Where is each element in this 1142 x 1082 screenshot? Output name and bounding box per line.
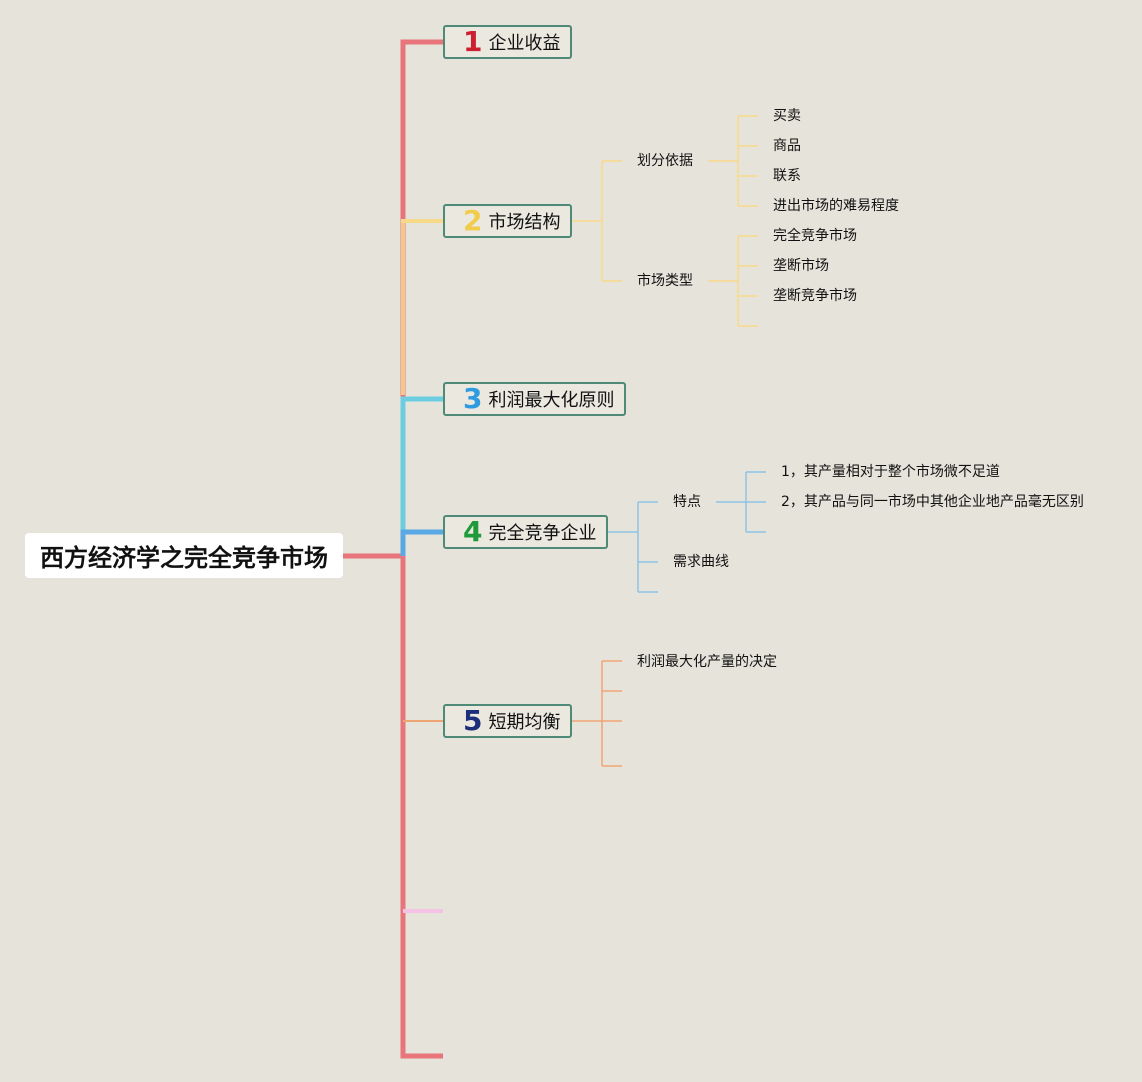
subtopic-features[interactable]: 特点	[673, 494, 701, 510]
subtopic-types[interactable]: 市场类型	[637, 273, 693, 289]
leaf-basis-3[interactable]: 联系	[773, 168, 801, 184]
root-title: 西方经济学之完全竞争市场	[40, 544, 328, 572]
topic-enterprise-revenue[interactable]: 1 企业收益	[443, 25, 572, 59]
leaf-type-3[interactable]: 垄断竞争市场	[773, 288, 857, 304]
topic-profit-max-principle[interactable]: 3 利润最大化原则	[443, 382, 626, 416]
topic-short-run-equilibrium[interactable]: 5 短期均衡	[443, 704, 572, 738]
topic-number: 3	[463, 382, 483, 415]
topic-number: 4	[463, 515, 483, 548]
topic-label: 利润最大化原则	[488, 390, 615, 411]
topic-number: 1	[463, 25, 483, 58]
topic-number: 5	[463, 704, 483, 737]
leaf-type-1[interactable]: 完全竞争市场	[773, 228, 857, 244]
topic-number: 2	[463, 204, 483, 237]
leaf-type-2[interactable]: 垄断市场	[773, 258, 829, 274]
subtopic-demand-curve[interactable]: 需求曲线	[673, 554, 729, 570]
topic-market-structure[interactable]: 2 市场结构	[443, 204, 572, 238]
topic-label: 完全竞争企业	[488, 523, 597, 544]
topic-label: 短期均衡	[488, 712, 561, 733]
leaf-basis-4[interactable]: 进出市场的难易程度	[773, 198, 899, 214]
topic-competitive-firm[interactable]: 4 完全竞争企业	[443, 515, 608, 549]
leaf-basis-1[interactable]: 买卖	[773, 108, 801, 124]
leaf-feature-1[interactable]: 1，其产量相对于整个市场微不足道	[781, 464, 1000, 480]
subtopic-profit-max-output[interactable]: 利润最大化产量的决定	[637, 654, 777, 670]
topic-label: 企业收益	[488, 33, 561, 54]
topic-label: 市场结构	[488, 212, 561, 233]
leaf-feature-2[interactable]: 2，其产品与同一市场中其他企业地产品毫无区别	[781, 494, 1084, 510]
subtopic-basis[interactable]: 划分依据	[637, 153, 693, 169]
leaf-basis-2[interactable]: 商品	[773, 138, 801, 154]
root-topic[interactable]: 西方经济学之完全竞争市场	[25, 533, 343, 578]
